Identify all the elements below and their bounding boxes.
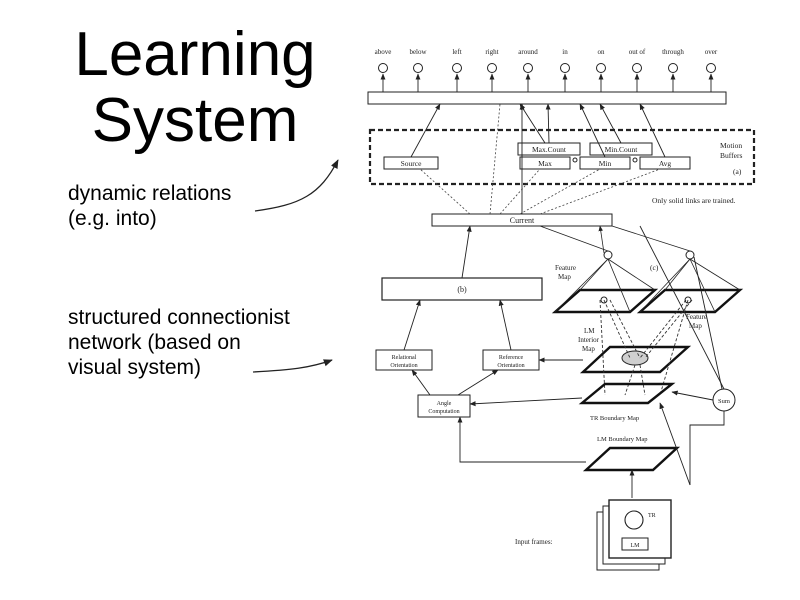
output-unit-2 [452, 63, 462, 73]
current-label: Current [510, 216, 535, 225]
feature-node-right [684, 296, 692, 304]
output-unit-7 [632, 63, 642, 73]
output-label-1: below [409, 48, 427, 56]
feature-map-right-1: Feature [686, 313, 707, 321]
title-line-1: Learning [74, 20, 316, 89]
lm-interior-3: Map [582, 345, 595, 353]
feature-node-left [600, 296, 608, 304]
map-dashed-links [599, 299, 693, 396]
max-box [519, 156, 571, 170]
trained-links [410, 103, 666, 158]
note-structured-network: structured connectionist network (based … [68, 305, 290, 380]
b-to-current [461, 225, 472, 279]
output-label-7: out of [629, 48, 646, 56]
note1-line-1: dynamic relations [68, 182, 232, 205]
trained-note: Only solid links are trained. [652, 196, 736, 205]
feature-unit-left [603, 250, 613, 260]
reference-to-b [498, 299, 512, 351]
output-unit-4 [523, 63, 533, 73]
output-unit-9 [706, 63, 716, 73]
angle-to-relational [411, 369, 431, 396]
buffer-node-2 [632, 157, 638, 163]
avg-label: Avg [659, 159, 672, 168]
feature-map-left-1: Feature [555, 264, 576, 272]
output-unit-0 [378, 63, 388, 73]
feature-pyramids [539, 225, 741, 313]
output-label-9: over [705, 48, 718, 56]
lm-boundary-plane [582, 446, 681, 472]
angle-1: Angle [437, 401, 452, 407]
output-layer-bar [367, 91, 727, 105]
tr-boundary-label: TR Boundary Map [590, 415, 639, 422]
note1-line-2: (e.g. into) [68, 207, 157, 230]
lm-to-angle [457, 416, 586, 463]
motion-buffers-frame [368, 128, 756, 186]
c-label: (c) [650, 263, 659, 272]
tr-boundary-plane [578, 382, 676, 405]
frame-tr-label: TR [648, 513, 656, 519]
sum-label: Sum [718, 398, 730, 405]
relational-1: Relational [392, 355, 417, 361]
feature-map-plane-right [636, 288, 744, 314]
mincount-label: Min.Count [605, 145, 639, 154]
feature-map-right-2: Map [689, 322, 702, 330]
reference-2: Orientation [497, 363, 524, 369]
note-dynamic-relations: dynamic relations (e.g. into) [68, 181, 231, 231]
output-unit-8 [668, 63, 678, 73]
title-line-2: System [91, 86, 299, 155]
motion-buffers-title-2: Buffers [720, 151, 742, 160]
note2-line-2: network (based on [68, 331, 241, 354]
min-label: Min [599, 159, 612, 168]
output-unit-5 [560, 63, 570, 73]
slide-title: Learning System [60, 22, 330, 154]
untrained-links [419, 103, 661, 215]
output-unit-3 [487, 63, 497, 73]
input-to-tr [659, 402, 691, 486]
frame-lm-label: LM [631, 543, 641, 549]
output-label-8: through [662, 48, 684, 56]
lm-interior-1: LM [584, 327, 595, 335]
sum-links [639, 225, 725, 401]
output-label-5: in [562, 48, 568, 56]
callout-arrow-bottom [252, 359, 333, 373]
tr-to-angle [469, 397, 583, 407]
buffer-node-1 [572, 157, 578, 163]
output-label-6: on [598, 48, 606, 56]
note2-line-1: structured connectionist [68, 306, 290, 329]
callout-arrow-top [254, 159, 339, 212]
motion-buffers-title-1: Motion [720, 141, 742, 150]
output-label-3: right [485, 48, 498, 56]
motion-buffers-tag: (a) [733, 167, 742, 176]
angle-2: Computation [428, 409, 459, 415]
input-frames-label: Input frames: [515, 538, 553, 546]
frame-trajector [624, 510, 644, 530]
output-unit-1 [413, 63, 423, 73]
maxcount-label: Max.Count [532, 145, 567, 154]
output-units: above below left right around in on out of throu… [375, 48, 718, 92]
output-label-4: around [518, 48, 538, 56]
output-label-2: left [452, 48, 461, 56]
relational-2: Orientation [390, 363, 417, 369]
b-label: (b) [457, 285, 467, 294]
reference-1: Reference [499, 354, 524, 361]
note2-line-3: visual system) [68, 356, 202, 379]
lm-interior-2: Interior [578, 336, 600, 344]
relational-to-b [403, 299, 421, 351]
frame-landmark [621, 537, 649, 551]
output-label-0: above [375, 48, 392, 56]
feature-unit-right [685, 250, 695, 260]
lm-interior-plane [579, 345, 692, 374]
lm-boundary-label: LM Boundary Map [597, 436, 648, 443]
max-label: Max [538, 159, 552, 168]
angle-to-reference [457, 369, 499, 396]
sum-feedback [689, 411, 725, 485]
feature-map-left-2: Map [558, 273, 571, 281]
input-frame-front [608, 499, 672, 559]
feature-map-plane-left [551, 288, 659, 314]
source-buffer-label: Source [401, 159, 422, 168]
output-unit-6 [596, 63, 606, 73]
